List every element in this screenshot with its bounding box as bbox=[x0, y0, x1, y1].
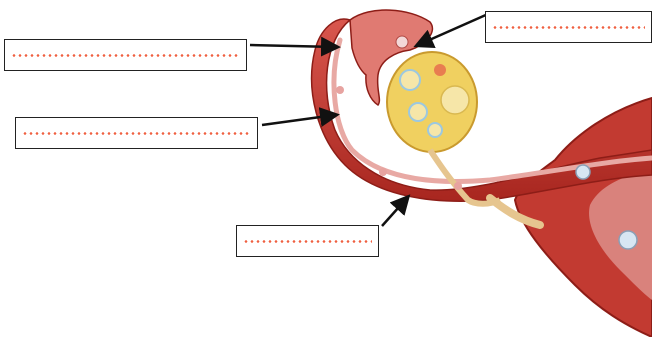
embryo bbox=[576, 165, 590, 179]
egg-stage bbox=[379, 168, 387, 176]
follicle bbox=[409, 103, 427, 121]
label-box-top-right[interactable] bbox=[485, 11, 652, 43]
label-box-mid-left[interactable] bbox=[15, 117, 258, 149]
egg-stage bbox=[454, 182, 462, 190]
dotted-line bbox=[22, 132, 251, 135]
arrow-icon bbox=[382, 198, 407, 226]
egg-stage bbox=[336, 86, 344, 94]
follicle bbox=[428, 123, 442, 137]
dotted-line bbox=[11, 54, 240, 57]
released-egg bbox=[396, 36, 408, 48]
label-box-bottom[interactable] bbox=[236, 225, 379, 257]
follicle bbox=[434, 64, 446, 76]
follicle bbox=[400, 70, 420, 90]
label-box-top-left[interactable] bbox=[4, 39, 247, 71]
dotted-line bbox=[492, 26, 645, 29]
corpus-luteum bbox=[441, 86, 469, 114]
dotted-line bbox=[243, 240, 372, 243]
implanted-embryo bbox=[619, 231, 637, 249]
